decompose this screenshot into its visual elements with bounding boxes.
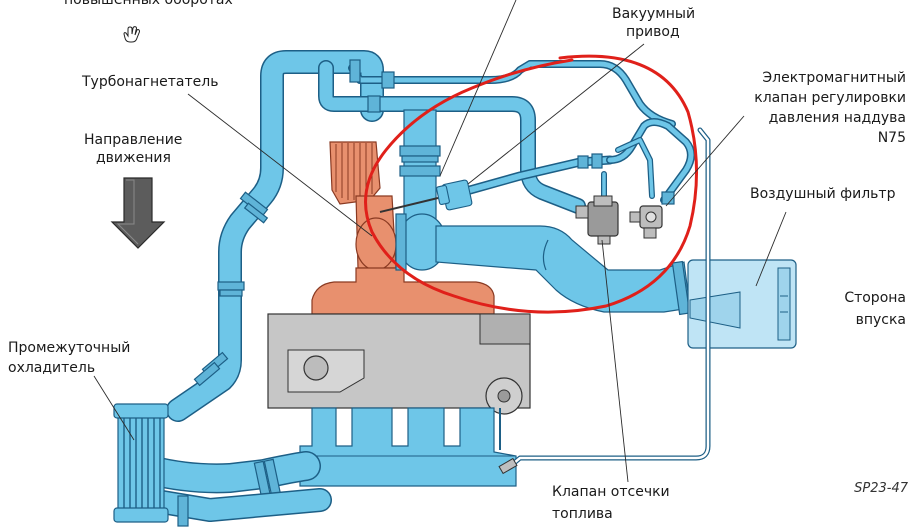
n75-valve [575,195,663,245]
label-direction-line2: движения [96,150,171,166]
label-n75-line3: давления наддува [769,110,906,126]
label-top-cut: повышенных оборотах [64,0,233,8]
label-intake-side-line2: впуска [856,312,906,328]
boost-control-lines [465,118,695,205]
intercooler-to-manifold-pipe [135,451,332,527]
highlight-circle [364,54,699,314]
label-air-filter: Воздушный фильтр [750,186,896,202]
label-intercooler-line1: Промежуточный [8,340,130,356]
label-vacuum-actuator-line1: Вакуумный [612,6,695,22]
direction-arrow-icon [110,177,166,249]
label-intercooler-line2: охладитель [8,360,95,376]
label-turbocharger: Турбонагнетатель [81,74,218,90]
air-filter [687,259,797,349]
label-n75-line2: клапан регулировки [754,90,906,106]
hand-cursor-icon [123,26,140,43]
compressor-outlet [395,109,447,271]
label-fuel-cutoff-line1: Клапан отсечки [552,484,670,500]
vacuum-actuator [379,179,473,213]
engine-block [267,313,531,415]
label-intake-side-line1: Сторона [844,290,906,306]
label-vacuum-actuator-line2: привод [626,24,680,40]
label-fuel-cutoff-line2: топлива [552,506,613,522]
leader-lines [93,0,787,483]
upper-recirc-pipe [318,59,676,214]
intercooler [113,403,169,523]
pressure-pipe [166,50,384,422]
label-n75-line4: N75 [878,130,906,146]
label-direction-line1: Направление [84,132,182,148]
figure-id: SP23-47 [854,481,909,496]
intake-manifold [299,407,517,487]
vacuum-line-to-fuel-valve [498,127,711,475]
label-n75-line1: Электромагнитный [762,70,906,86]
